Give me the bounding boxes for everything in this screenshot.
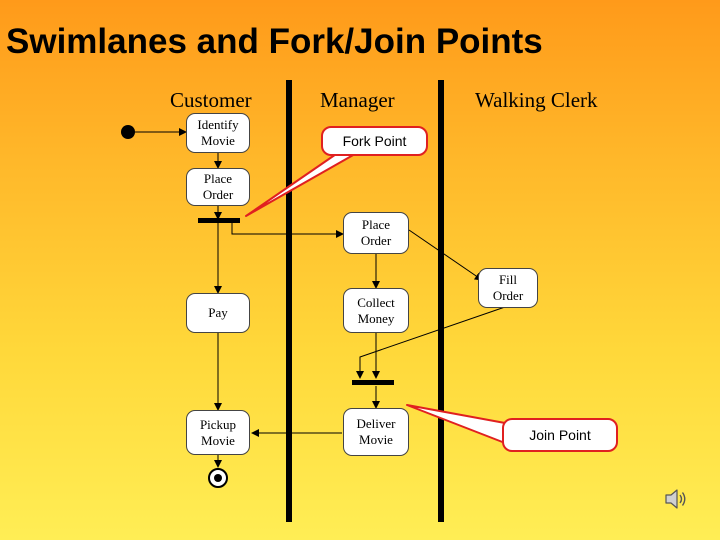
activity-fill-order[interactable]: Fill Order — [478, 268, 538, 308]
join-callout-pointer — [406, 404, 506, 444]
speaker-icon[interactable] — [662, 486, 688, 517]
activity-collect-money[interactable]: Collect Money — [343, 288, 409, 333]
lane-header-walking-clerk: Walking Clerk — [475, 88, 598, 112]
callout-fork-point: Fork Point — [321, 126, 428, 156]
fork-callout-pointer — [245, 149, 363, 217]
join-bar — [352, 380, 394, 385]
activity-place-order-customer[interactable]: Place Order — [186, 168, 250, 206]
lane-header-customer: Customer — [170, 88, 252, 112]
lane-header-manager: Manager — [320, 88, 395, 112]
flow-fork-to-manager-place-order — [231, 222, 344, 238]
slide-title: Swimlanes and Fork/Join Points — [6, 22, 543, 61]
initial-node — [121, 125, 135, 139]
flow-place-order-to-fill-order — [408, 229, 483, 281]
activity-deliver-movie[interactable]: Deliver Movie — [343, 408, 409, 456]
final-node-center — [214, 474, 222, 482]
activity-place-order-manager[interactable]: Place Order — [343, 212, 409, 254]
fork-bar — [198, 218, 240, 223]
flow-fill-order-to-join — [356, 306, 506, 379]
callout-join-point: Join Point — [502, 418, 618, 452]
activity-identify-movie[interactable]: Identify Movie — [186, 113, 250, 153]
activity-pay[interactable]: Pay — [186, 293, 250, 333]
activity-pickup-movie[interactable]: Pickup Movie — [186, 410, 250, 455]
